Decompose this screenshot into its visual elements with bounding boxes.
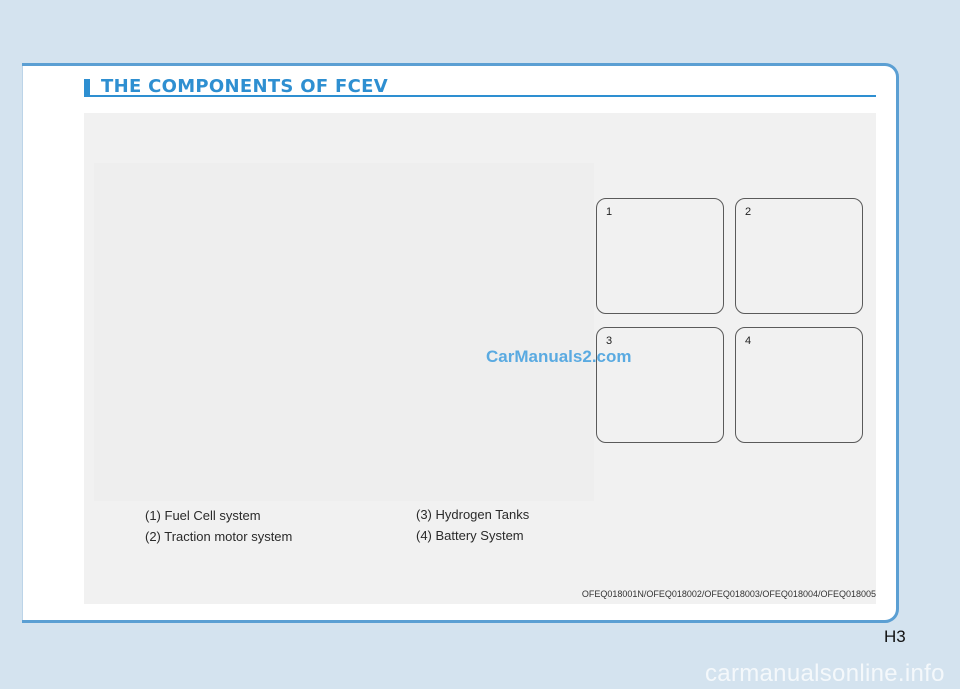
panel-hydrogen-tanks: 3 bbox=[596, 327, 724, 443]
panel-battery: 4 bbox=[735, 327, 863, 443]
legend-item-fuel-cell: (1) Fuel Cell system bbox=[145, 508, 261, 523]
section-divider bbox=[84, 95, 876, 97]
legend-item-traction-motor: (2) Traction motor system bbox=[145, 529, 293, 544]
panel-number: 1 bbox=[606, 206, 613, 218]
legend-item-hydrogen-tanks: (3) Hydrogen Tanks bbox=[416, 507, 530, 522]
vehicle-illustration bbox=[94, 163, 594, 501]
site-watermark: carmanualsonline.info bbox=[705, 660, 945, 687]
panel-number: 2 bbox=[745, 206, 752, 218]
page-number: H3 bbox=[884, 627, 906, 646]
panel-number: 4 bbox=[745, 335, 752, 347]
section-title: THE COMPONENTS OF FCEV bbox=[101, 76, 388, 97]
panel-number: 3 bbox=[606, 335, 613, 347]
watermark-text: CarManuals2.com bbox=[486, 347, 632, 366]
panel-traction-motor: 2 bbox=[735, 198, 863, 314]
section-marker bbox=[84, 79, 90, 97]
image-code: OFEQ018001N/OFEQ018002/OFEQ018003/OFEQ01… bbox=[581, 589, 876, 599]
panel-fuel-cell: 1 bbox=[596, 198, 724, 314]
legend-item-battery: (4) Battery System bbox=[416, 528, 524, 543]
